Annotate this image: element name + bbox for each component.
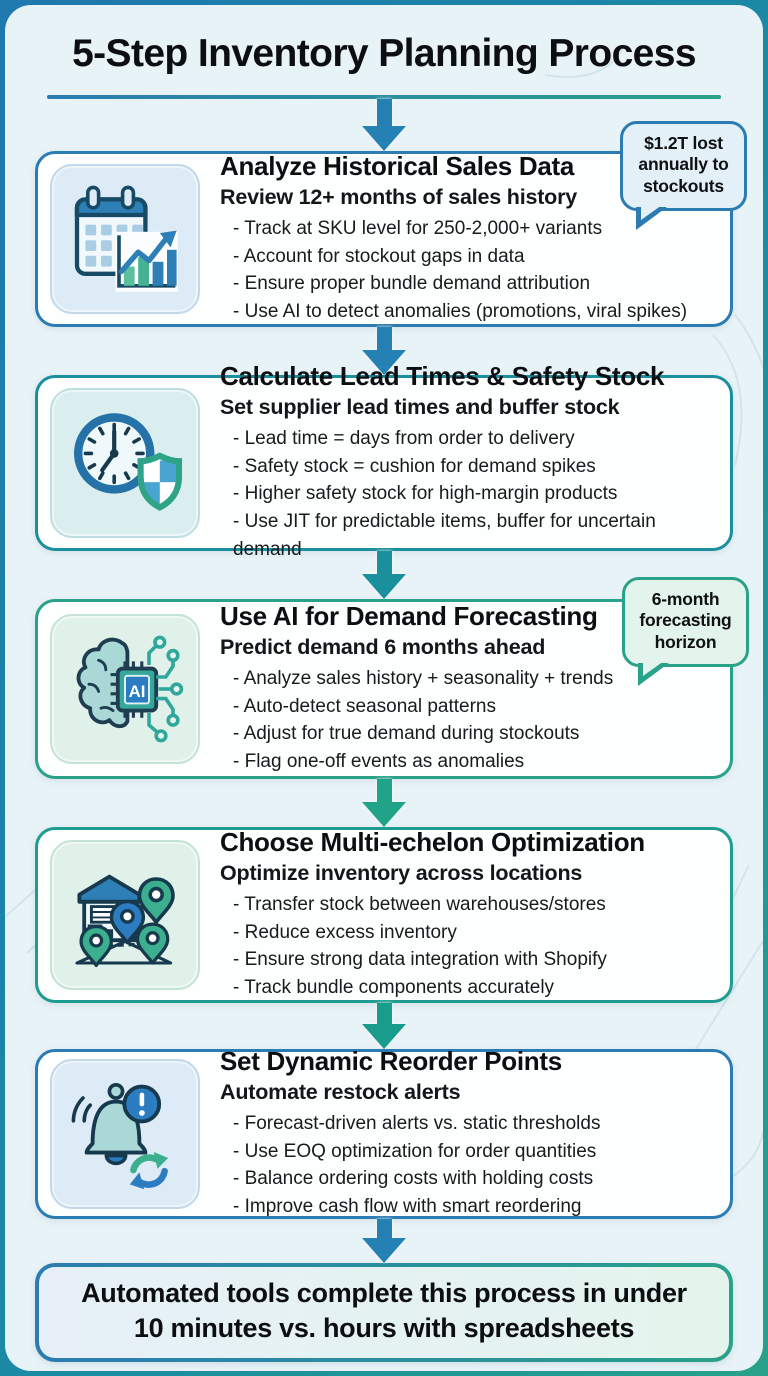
step-subtitle: Predict demand 6 months ahead — [220, 634, 546, 659]
step-title: Choose Multi-echelon Optimization — [220, 826, 645, 857]
arrow-head — [362, 802, 406, 827]
forecast-horizon-callout: 6-month forecasting horizon — [622, 577, 749, 687]
arrow-stem — [376, 779, 392, 802]
step-bullets: Track at SKU level for 250-2,000+ varian… — [220, 215, 716, 327]
bullet-item: Transfer stock between warehouses/stores — [233, 891, 716, 919]
arrow-head — [362, 1024, 406, 1049]
step-bullets: Lead time = days from order to deliveryS… — [220, 425, 716, 565]
arrow-stem — [376, 551, 392, 574]
bullet-item: Flag one-off events as anomalies — [233, 748, 716, 776]
page-title: 5-Step Inventory Planning Process — [72, 32, 696, 75]
arrow-down-icon — [5, 99, 763, 151]
step-card-analyze-sales: Analyze Historical Sales Data Review 12+… — [35, 151, 733, 327]
brain-ai-chip-icon: AI — [50, 614, 200, 764]
step-title: Set Dynamic Reorder Points — [220, 1045, 562, 1076]
step-subtitle: Review 12+ months of sales history — [220, 184, 578, 209]
step-bullets: Forecast-driven alerts vs. static thresh… — [220, 1110, 716, 1222]
step-card-lead-times: Calculate Lead Times & Safety Stock Set … — [35, 361, 733, 560]
bullet-item: Higher safety stock for high-margin prod… — [233, 480, 716, 508]
arrow-stem — [376, 99, 392, 126]
step-title: Analyze Historical Sales Data — [220, 150, 575, 181]
bullet-item: Balance ordering costs with holding cost… — [233, 1165, 716, 1193]
bullet-item: Ensure strong data integration with Shop… — [233, 946, 716, 974]
step-subtitle: Set supplier lead times and buffer stock — [220, 394, 620, 419]
stockouts-stat-callout: $1.2T lost annually to stockouts — [620, 121, 747, 231]
bullet-item: Forecast-driven alerts vs. static thresh… — [233, 1110, 716, 1138]
bullet-item: Reduce excess inventory — [233, 919, 716, 947]
bullet-item: Improve cash flow with smart reordering — [233, 1193, 716, 1221]
bullet-item: Ensure proper bundle demand attribution — [233, 270, 716, 298]
step-bullets: Transfer stock between warehouses/stores… — [220, 891, 716, 1003]
arrow-down-icon — [5, 551, 763, 599]
step-bullets: Analyze sales history + seasonality + tr… — [220, 665, 716, 777]
arrow-head — [362, 126, 406, 151]
arrow-stem — [376, 1003, 392, 1024]
alert-bell-refresh-icon — [50, 1059, 200, 1209]
bullet-item: Track bundle components accurately — [233, 974, 716, 1002]
bullet-item: Analyze sales history + seasonality + tr… — [233, 665, 716, 693]
bullet-item: Use AI to detect anomalies (promotions, … — [233, 298, 716, 326]
step-card-multi-echelon: Choose Multi-echelon Optimization Optimi… — [35, 827, 733, 1003]
arrow-down-icon — [5, 1219, 763, 1263]
step-subtitle: Optimize inventory across locations — [220, 860, 583, 885]
bullet-item: Track at SKU level for 250-2,000+ varian… — [233, 215, 716, 243]
bullet-item: Adjust for true demand during stockouts — [233, 720, 716, 748]
arrow-head — [362, 350, 406, 375]
bullet-item: Auto-detect seasonal patterns — [233, 693, 716, 721]
arrow-down-icon — [5, 327, 763, 375]
bullet-item: Use JIT for predictable items, buffer fo… — [233, 508, 716, 564]
step-card-ai-forecasting: AI Use AI for Demand Forecastin — [35, 599, 733, 779]
summary-banner: Automated tools complete this process in… — [35, 1263, 733, 1363]
arrow-stem — [376, 1219, 392, 1238]
ai-chip-label: AI — [129, 682, 146, 701]
step-card-reorder-points: Set Dynamic Reorder Points Automate rest… — [35, 1045, 733, 1222]
summary-text: Automated tools complete this process in… — [39, 1267, 729, 1359]
title-underline — [47, 95, 721, 99]
calendar-chart-icon — [50, 164, 200, 314]
arrow-head — [362, 574, 406, 599]
arrow-down-icon — [5, 779, 763, 827]
bullet-item: Use EOQ optimization for order quantitie… — [233, 1138, 716, 1166]
step-title: Use AI for Demand Forecasting — [220, 600, 598, 631]
bullet-item: Lead time = days from order to delivery — [233, 425, 716, 453]
warehouse-pins-icon — [50, 840, 200, 990]
poster-background: 5-Step Inventory Planning Process $1.2T … — [5, 5, 763, 1371]
bullet-item: Safety stock = cushion for demand spikes — [233, 453, 716, 481]
clock-shield-icon — [50, 388, 200, 538]
arrow-head — [362, 1238, 406, 1263]
arrow-stem — [376, 327, 392, 350]
arrow-down-icon — [5, 1003, 763, 1049]
step-subtitle: Automate restock alerts — [220, 1079, 461, 1104]
step-title: Calculate Lead Times & Safety Stock — [220, 360, 665, 391]
bullet-item: Account for stockout gaps in data — [233, 243, 716, 271]
